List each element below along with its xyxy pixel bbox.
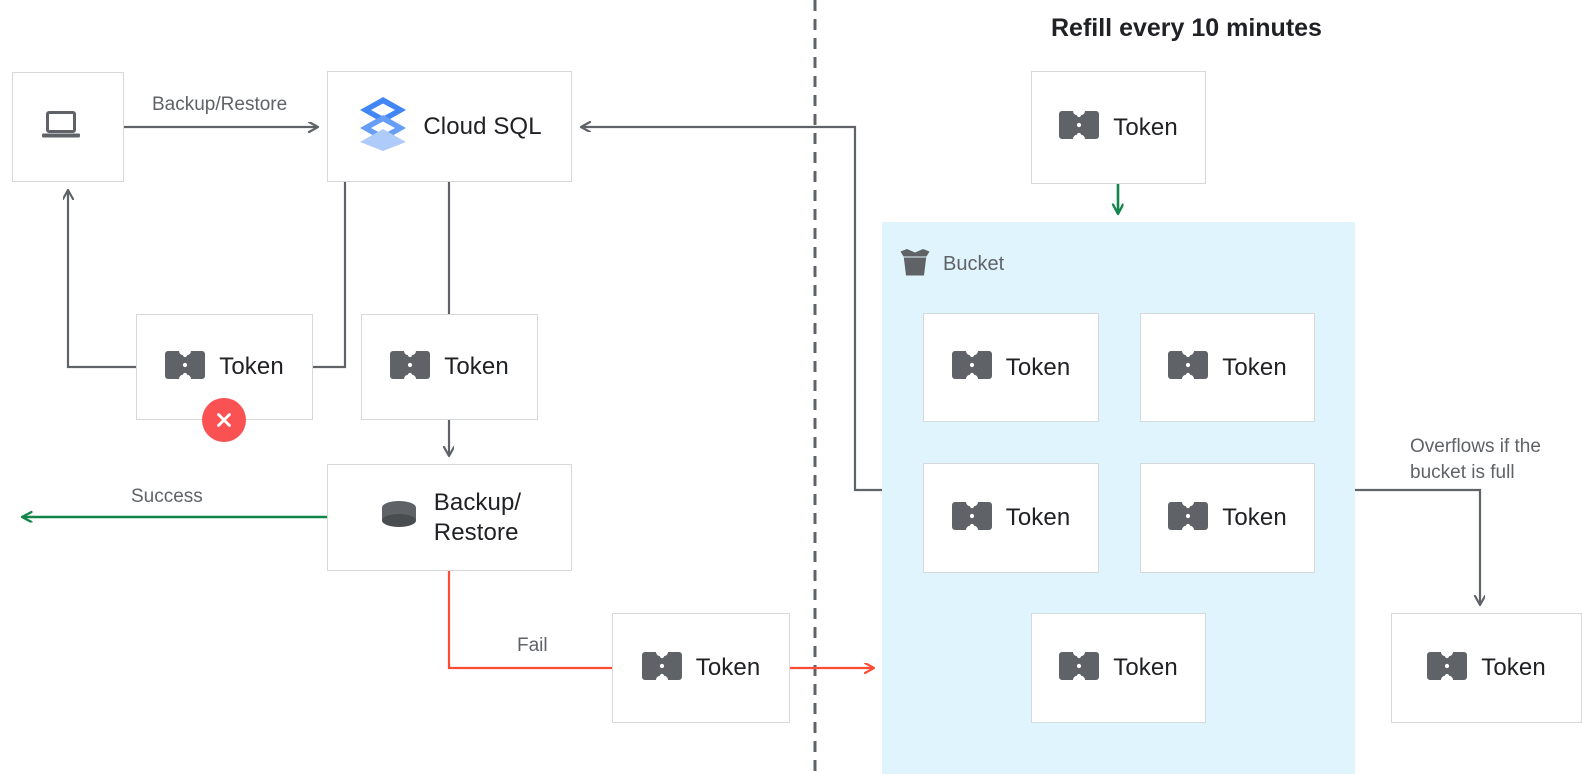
token-icon [1168, 347, 1209, 388]
bucket-panel-title: Bucket [898, 246, 1004, 283]
node-token-request[interactable]: Token [361, 314, 538, 420]
node-cloud-sql[interactable]: Cloud SQL [327, 71, 572, 182]
node-token-bucket-3[interactable]: Token [923, 463, 1099, 573]
node-token-bucket-4[interactable]: Token [1140, 463, 1315, 573]
edge-bucket-to-cloudsql [581, 127, 882, 492]
edge-label-backup-restore: Backup/Restore [152, 94, 288, 115]
node-token-bucket-5[interactable]: Token [1031, 613, 1206, 723]
token-icon [1168, 498, 1209, 539]
token-icon [1059, 107, 1100, 148]
token-icon [165, 347, 206, 388]
edge-label-fail: Fail [517, 635, 548, 656]
node-label: Token [1222, 353, 1287, 381]
token-icon [1059, 648, 1100, 689]
node-backup-restore[interactable]: Backup/ Restore [327, 464, 572, 571]
bucket-icon [898, 246, 932, 283]
token-icon [951, 347, 992, 388]
edge-label-success: Success [131, 486, 203, 507]
edge-bucket-overflow [1355, 488, 1480, 605]
token-icon [390, 347, 431, 388]
node-label: Token [1005, 353, 1071, 381]
x-icon [217, 413, 231, 427]
token-icon [951, 498, 992, 539]
node-label: Token [695, 654, 761, 682]
cloudsql-icon [357, 95, 409, 158]
node-label: Token [1113, 654, 1178, 682]
token-icon [641, 648, 682, 689]
database-icon [378, 497, 420, 538]
node-label: Cloud SQL [423, 112, 542, 140]
node-label: Token [1481, 654, 1546, 682]
node-label: Token [1222, 504, 1287, 532]
node-label: Token [444, 353, 509, 381]
node-label: Backup/ Restore [433, 489, 522, 546]
node-token-refill[interactable]: Token [1031, 71, 1206, 184]
error-badge-x-circle[interactable] [202, 398, 246, 442]
laptop-icon [40, 108, 82, 147]
node-label: Token [1113, 113, 1178, 141]
node-token-bucket-2[interactable]: Token [1140, 313, 1315, 422]
edge-label-overflow: Overflows if the bucket is full [1410, 436, 1541, 483]
edge-cloudsql-to-token-failed [313, 182, 347, 369]
bucket-panel-label: Bucket [943, 253, 1005, 275]
edge-token-failed-to-client [68, 190, 136, 369]
node-token-overflow[interactable]: Token [1391, 613, 1582, 723]
node-client[interactable] [12, 72, 124, 182]
page-title: Refill every 10 minutes [1051, 14, 1322, 42]
node-token-bucket-1[interactable]: Token [923, 313, 1099, 422]
node-label: Token [1005, 504, 1071, 532]
node-token-fail[interactable]: Token [612, 613, 790, 723]
token-icon [1427, 648, 1468, 689]
node-label: Token [219, 353, 284, 381]
